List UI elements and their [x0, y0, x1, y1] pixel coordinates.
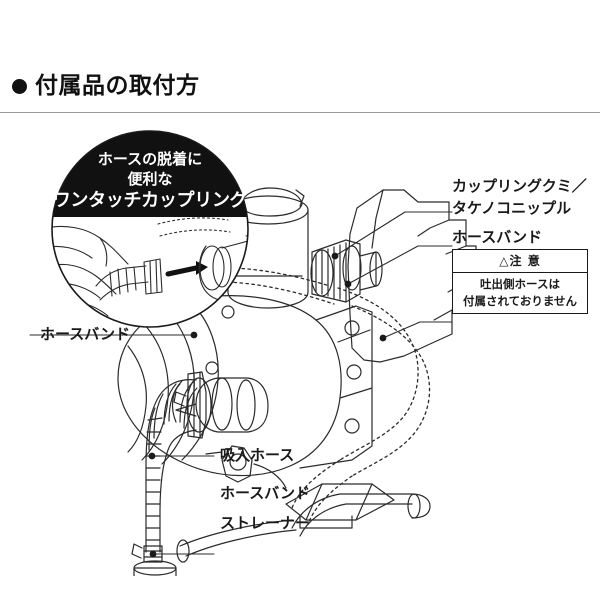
label-hose-band-right: ホースバンド	[452, 228, 543, 246]
caution-heading-text: 注 意	[509, 254, 541, 268]
caution-body-line-2: 付属されておりません	[463, 293, 577, 308]
caution-body: 吐出側ホースは 付属されておりません	[453, 273, 587, 313]
label-hose-band-left: ホースバンド	[40, 325, 131, 343]
label-coupling-nipple-1: カップリングクミ／	[452, 177, 587, 195]
callout-line-3: ワンタッチカップリング	[52, 190, 248, 211]
title-divider	[0, 112, 600, 113]
title-row: 付属品の取付方	[12, 68, 200, 104]
callout-line-1: ホースの脱着に	[97, 150, 203, 168]
warning-triangle-icon: △	[499, 254, 510, 268]
caution-heading: △注 意	[453, 250, 587, 273]
leader-lines	[29, 211, 453, 558]
label-suction-hose: 吸入ホース	[220, 446, 295, 464]
pump-filler-neck	[227, 187, 309, 309]
page-title: 付属品の取付方	[35, 72, 200, 99]
bullet-marker-icon	[12, 78, 27, 94]
label-hose-band-lower: ホースバンド	[220, 484, 311, 502]
pump-suction-port	[171, 377, 287, 489]
hose-band-upper	[173, 371, 207, 439]
page-header: 付属品の取付方	[0, 68, 600, 116]
callout-line-2: 便利な	[127, 170, 173, 188]
strainer-basket	[133, 560, 177, 576]
caution-box: △注 意 吐出側ホースは 付属されておりません	[452, 249, 588, 315]
label-strainer: ストレーナー	[220, 514, 311, 532]
hose-band-lower	[131, 543, 163, 563]
assembly-illustration	[0, 116, 600, 576]
pump-base-frame	[176, 483, 431, 563]
label-coupling-nipple-2: タケノコニップル	[452, 199, 572, 217]
caution-body-line-1: 吐出側ホースは	[480, 277, 560, 291]
